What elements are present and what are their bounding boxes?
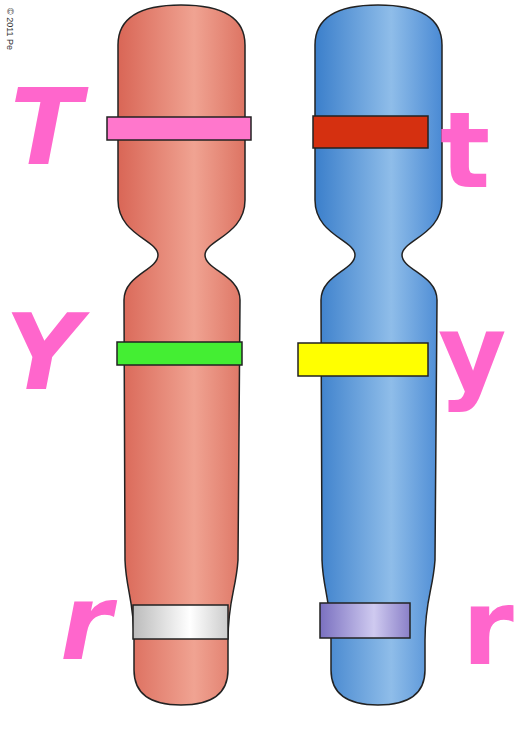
gene-band (298, 343, 428, 376)
gene-band (313, 116, 428, 148)
allele-label: Y (5, 301, 81, 406)
allele-label: r (60, 571, 112, 676)
gene-band (107, 117, 251, 140)
gene-band (320, 603, 410, 638)
allele-label: r (462, 576, 514, 681)
gene-band (133, 605, 228, 639)
allele-label: y (438, 301, 506, 406)
gene-band (117, 342, 242, 365)
allele-label: t (440, 99, 490, 204)
allele-label: T (10, 76, 82, 181)
maternal-chromosome (118, 5, 245, 705)
copyright-watermark: © 2011 Pe (5, 8, 14, 50)
